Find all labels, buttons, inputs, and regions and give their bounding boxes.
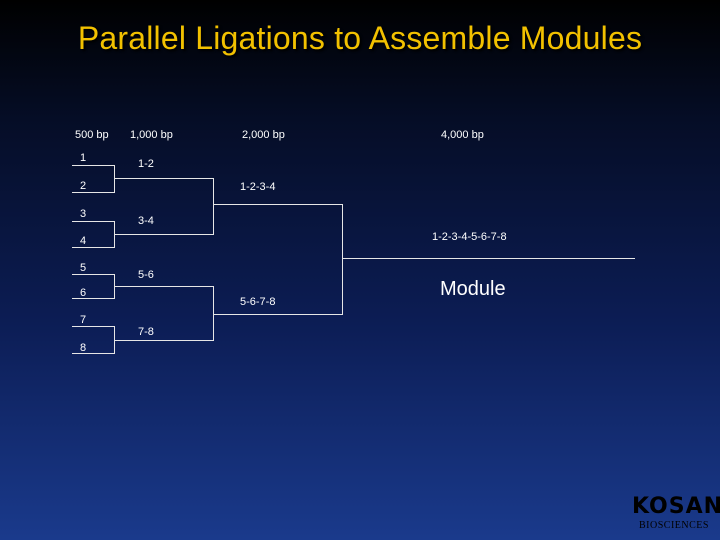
fragment-line-2 — [72, 192, 115, 193]
header-2000bp: 2,000 bp — [242, 129, 285, 141]
fragment-label-1: 1 — [80, 152, 87, 164]
kosan-logo-subtext: BIOSCIENCES — [639, 520, 709, 531]
pair-label-7-8: 7-8 — [138, 326, 154, 338]
fragment-label-4: 4 — [80, 235, 87, 247]
fragment-label-3: 3 — [80, 208, 87, 220]
header-500bp: 500 bp — [75, 129, 109, 141]
pair-line-7-8 — [114, 340, 214, 341]
octet-label: 1-2-3-4-5-6-7-8 — [432, 231, 507, 243]
pair-line-5-6 — [114, 286, 214, 287]
pair-line-3-4 — [114, 234, 214, 235]
kosan-logo-mark: KOSAN — [632, 494, 720, 519]
fragment-label-8: 8 — [80, 342, 87, 354]
kosan-logo: KOSAN BIOSCIENCES — [632, 494, 720, 538]
fragment-label-5: 5 — [80, 262, 87, 274]
pair-label-5-6: 5-6 — [138, 269, 154, 281]
quad-label-1-2-3-4: 1-2-3-4 — [240, 181, 276, 193]
fragment-line-5 — [72, 274, 115, 275]
quad-label-5-6-7-8: 5-6-7-8 — [240, 296, 276, 308]
quad-line-1-2-3-4 — [213, 204, 343, 205]
fragment-line-3 — [72, 221, 115, 222]
fragment-label-2: 2 — [80, 180, 87, 192]
quad-line-5-6-7-8 — [213, 314, 343, 315]
header-4000bp: 4,000 bp — [441, 129, 484, 141]
pair-label-1-2: 1-2 — [138, 158, 154, 170]
fragment-line-8 — [72, 353, 115, 354]
fragment-label-7: 7 — [80, 314, 87, 326]
fragment-line-6 — [72, 298, 115, 299]
header-1000bp: 1,000 bp — [130, 129, 173, 141]
bracket-1-2-3-4 — [213, 178, 214, 235]
bracket-1-2 — [114, 165, 115, 193]
bracket-5-6-7-8 — [213, 286, 214, 341]
bracket-1-2-3-4-5-6-7-8 — [342, 204, 343, 315]
octet-line — [342, 258, 635, 259]
slide-title: Parallel Ligations to Assemble Modules — [77, 20, 643, 56]
fragment-line-7 — [72, 326, 115, 327]
fragment-line-1 — [72, 165, 115, 166]
fragment-line-4 — [72, 247, 115, 248]
module-label: Module — [440, 278, 506, 300]
pair-label-3-4: 3-4 — [138, 215, 154, 227]
pair-line-1-2 — [114, 178, 214, 179]
fragment-label-6: 6 — [80, 287, 87, 299]
